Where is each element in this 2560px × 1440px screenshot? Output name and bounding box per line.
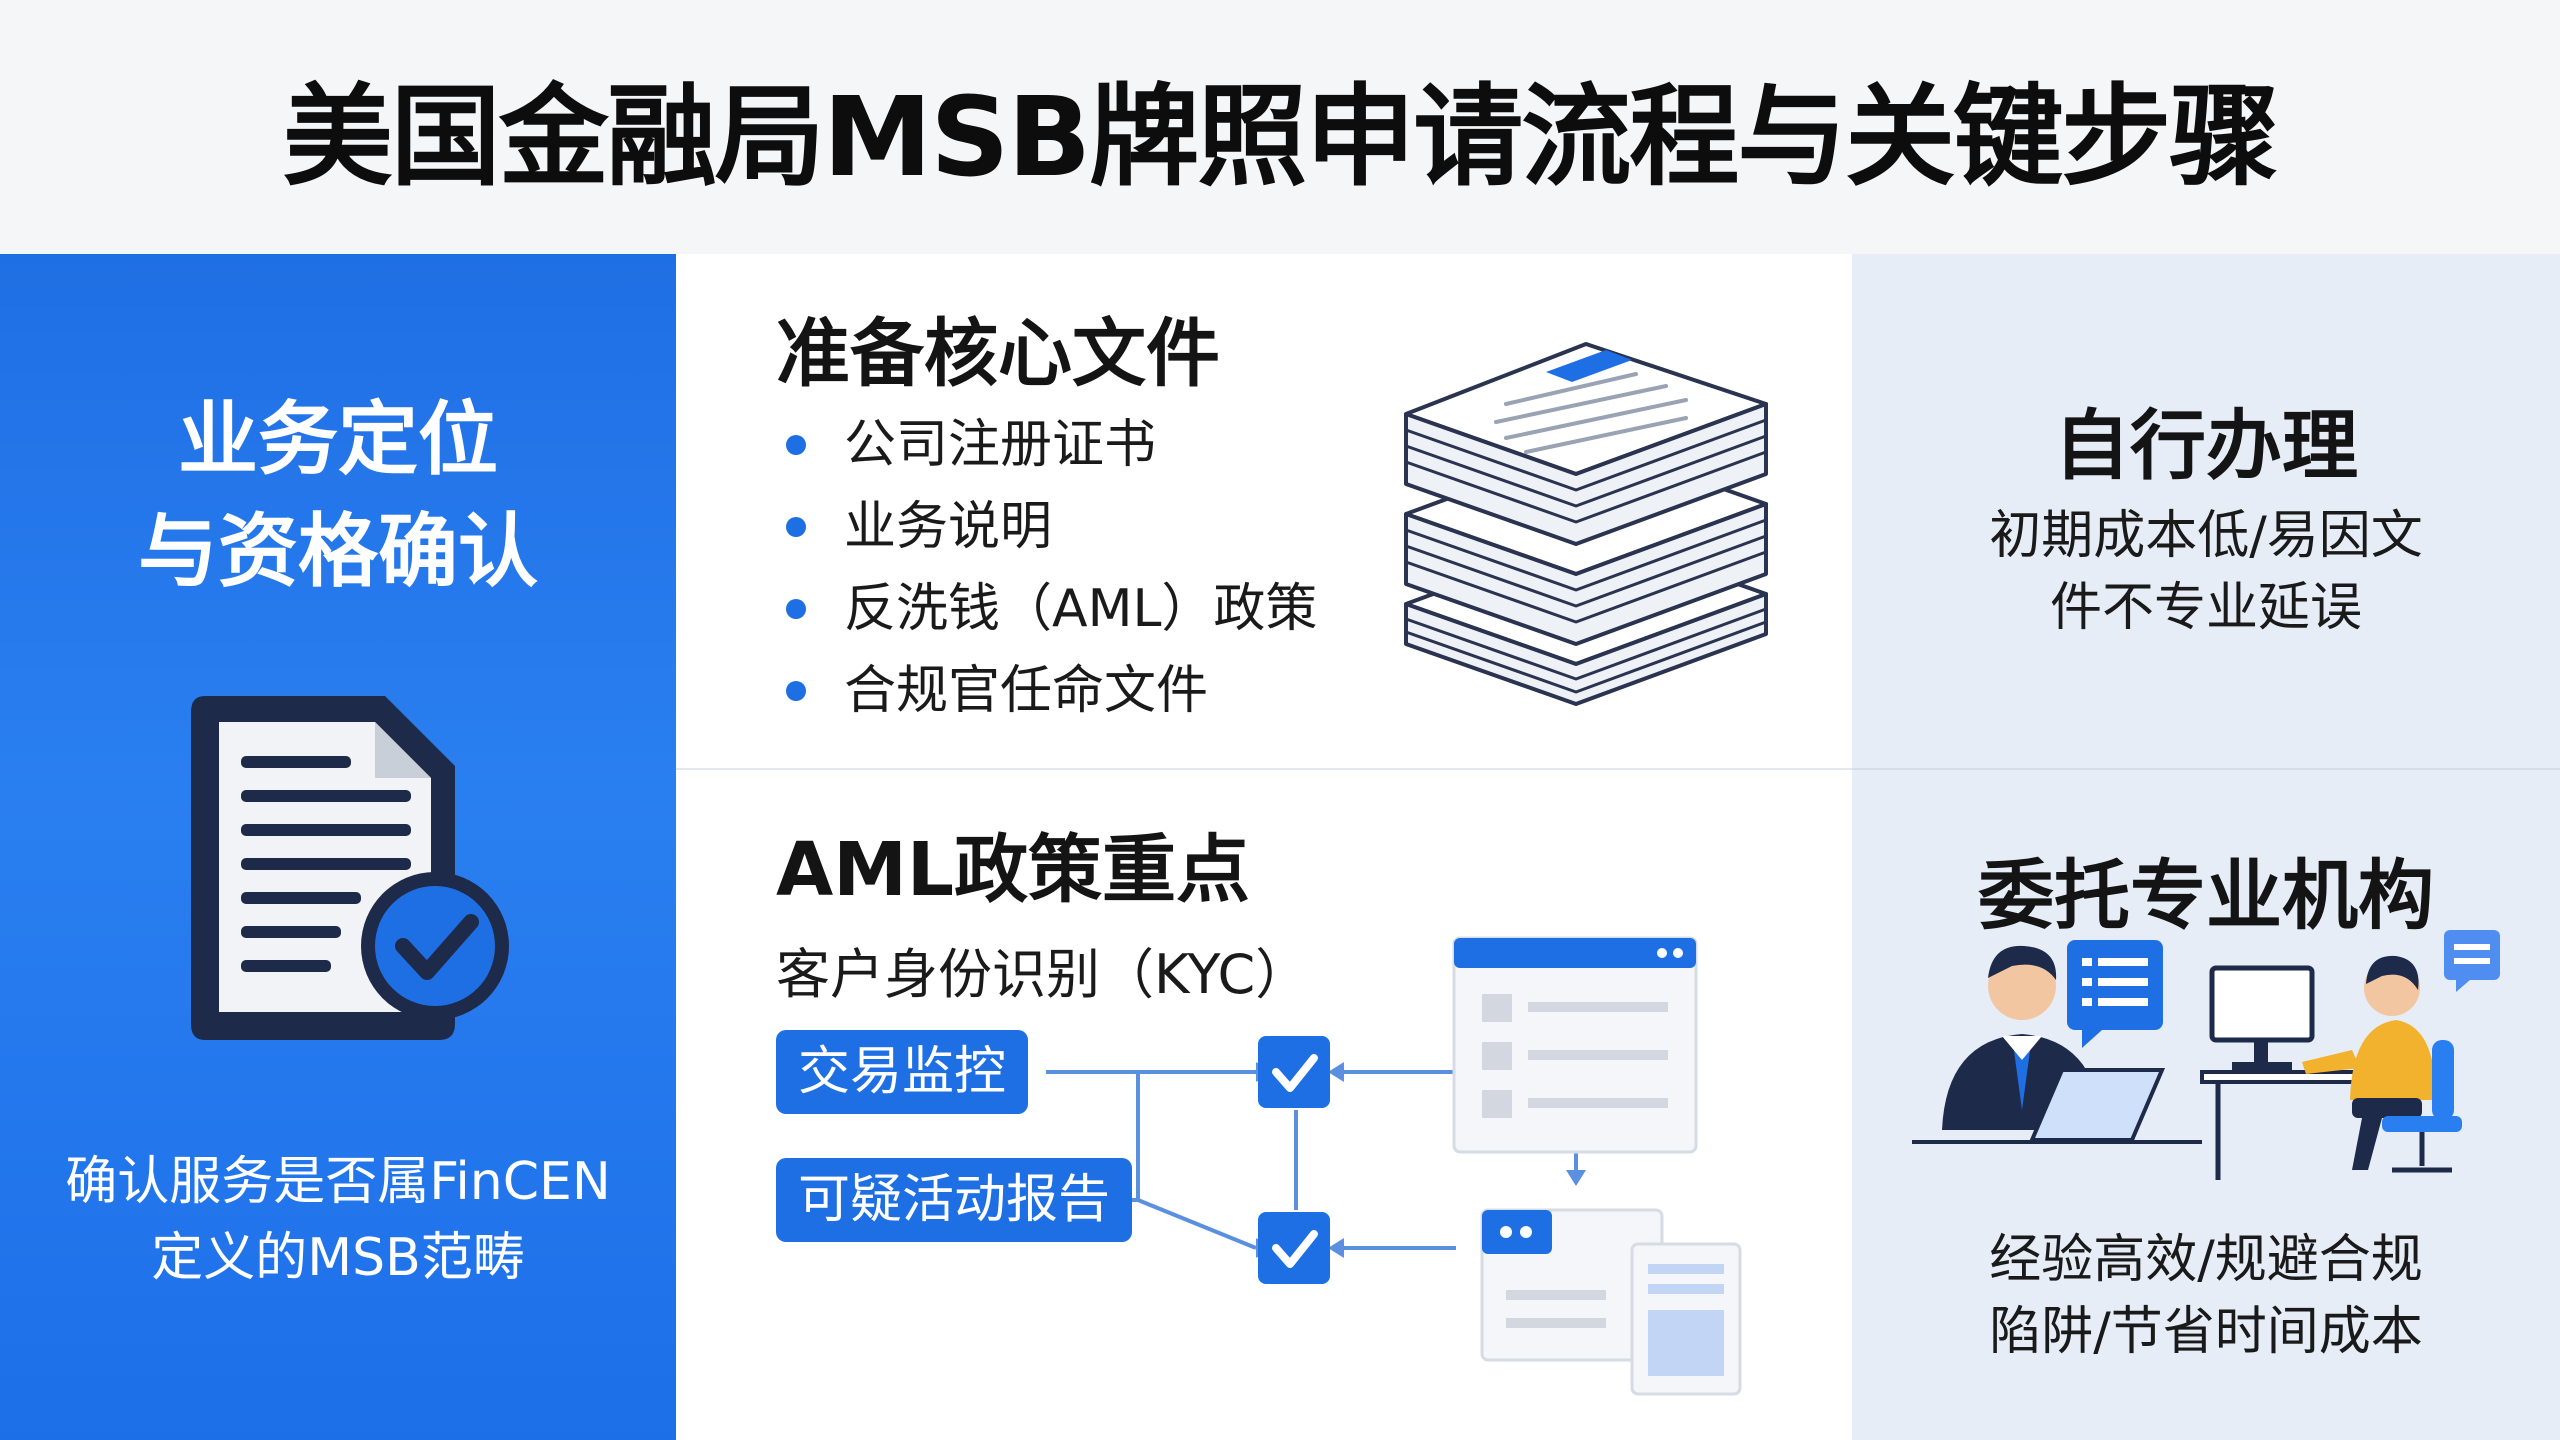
suspicious-activity-report-label: 可疑活动报告 <box>776 1158 1133 1242</box>
aml-policy-section: AML政策重点 客户身份识别（KYC） 交易监控 可疑活动报告 <box>676 770 1852 1440</box>
self-handling-desc: 初期成本低/易因文 件不专业延误 <box>1852 500 2560 644</box>
header: 美国金融局MSB牌照申请流程与关键步骤 <box>0 0 2560 254</box>
business-positioning-desc-line2: 定义的MSB范畴 <box>151 1228 525 1288</box>
self-handling-section: 自行办理 初期成本低/易因文 件不专业延误 <box>1852 254 2560 768</box>
business-positioning-title-line1: 业务定位 <box>178 393 498 486</box>
agency-desc: 经验高效/规避合规 陷阱/节省时间成本 <box>1852 1224 2560 1368</box>
kyc-label: 客户身份识别（KYC） <box>776 943 1310 1006</box>
business-positioning-title: 业务定位 与资格确认 <box>0 384 676 608</box>
self-handling-title: 自行办理 <box>2054 401 2358 490</box>
business-positioning-desc: 确认服务是否属FinCEN 定义的MSB范畴 <box>20 1144 656 1296</box>
business-positioning-panel: 业务定位 与资格确认 确认服务是否属FinCEN 定义的MSB范畴 <box>0 254 676 1440</box>
document-list: 公司注册证书 业务说明 反洗钱（AML）政策 合规官任命文件 <box>786 404 1317 732</box>
self-handling-desc-line1: 初期成本低/易因文 <box>1989 506 2423 566</box>
agency-desc-line1: 经验高效/规避合规 <box>1989 1230 2423 1290</box>
check-box-icon <box>1258 1212 1330 1284</box>
aml-flow-diagram <box>1016 936 1742 1396</box>
section-divider <box>1852 768 2560 770</box>
transaction-monitoring-label: 交易监控 <box>776 1030 1029 1114</box>
self-handling-desc-line2: 件不专业延误 <box>2049 578 2362 638</box>
list-item: 合规官任命文件 <box>786 650 1317 732</box>
business-positioning-desc-line1: 确认服务是否属FinCEN <box>65 1152 611 1212</box>
bullet-icon <box>786 517 806 537</box>
document-check-icon <box>191 696 509 1040</box>
list-item: 公司注册证书 <box>786 404 1317 486</box>
bullet-icon <box>786 599 806 619</box>
list-item: 反洗钱（AML）政策 <box>786 568 1317 650</box>
consultants-icon <box>1912 930 2500 1180</box>
section-divider <box>676 768 1852 770</box>
list-item: 业务说明 <box>786 486 1317 568</box>
agency-desc-line2: 陷阱/节省时间成本 <box>1989 1302 2423 1362</box>
aml-policy-title: AML政策重点 <box>776 827 1251 913</box>
agency-title: 委托专业机构 <box>1978 851 2434 940</box>
bullet-icon <box>786 681 806 701</box>
page-title: 美国金融局MSB牌照申请流程与关键步骤 <box>282 73 2280 201</box>
document-stack-icon <box>1404 342 1768 706</box>
bullet-icon <box>786 435 806 455</box>
core-documents-title: 准备核心文件 <box>776 311 1220 397</box>
agency-section: 委托专业机构 经验高效/规避合规 陷 <box>1852 770 2560 1440</box>
business-positioning-title-line2: 与资格确认 <box>138 505 538 598</box>
check-box-icon <box>1258 1036 1330 1108</box>
core-documents-section: 准备核心文件 公司注册证书 业务说明 反洗钱（AML）政策 合规官任命文件 <box>676 254 1852 768</box>
